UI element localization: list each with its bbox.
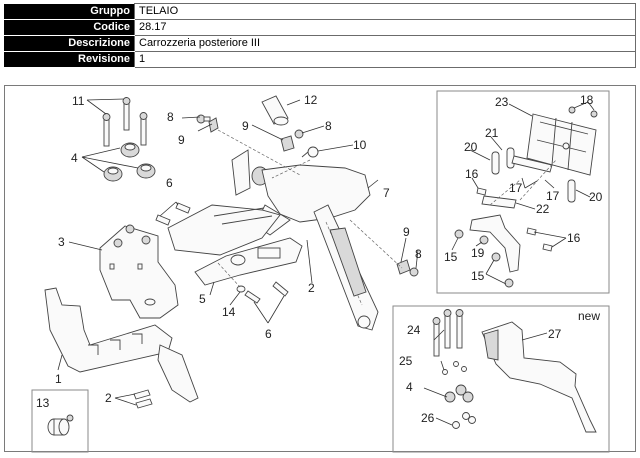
pins-6-14 [155,202,289,304]
info-row-descrizione: Descrizione Carrozzeria posteriore III [4,35,636,52]
callout-6: 6 [265,327,272,341]
callout-1: 1 [55,372,62,386]
sleeve-12 [261,95,289,126]
codice-label: Codice [4,19,135,36]
callout-20: 20 [464,140,478,154]
callout-27: 27 [548,327,562,341]
info-row-gruppo: Gruppo TELAIO [4,3,636,20]
callout-2: 2 [308,281,315,295]
descrizione-label: Descrizione [4,35,135,52]
callout-8: 8 [415,247,422,261]
callout-20: 20 [589,190,603,204]
callout-5: 5 [199,292,206,306]
callout-3: 3 [58,235,65,249]
grommets-4 [103,142,156,182]
leader-lines [57,98,595,426]
diagram-frame [4,85,636,452]
license-plate-holder [454,106,598,288]
callout-14: 14 [222,305,236,319]
callout-9: 9 [403,225,410,239]
callout-21: 21 [485,126,499,140]
info-table: Gruppo TELAIO Codice 28.17 Descrizione C… [4,3,636,68]
callout-17: 17 [546,189,560,203]
info-row-revisione: Revisione 1 [4,51,636,68]
callout-8: 8 [325,119,332,133]
callout-19: 19 [471,246,485,260]
callout-22: 22 [536,202,550,216]
callout-10: 10 [353,138,367,152]
callout-12: 12 [304,93,318,107]
bolts-11 [102,97,148,147]
callout-15: 15 [471,269,485,283]
descrizione-value: Carrozzeria posteriore III [134,35,636,52]
callout-17: 17 [509,181,523,195]
license-plate-inset [436,90,610,294]
callout-26: 26 [421,411,435,425]
callout-24: 24 [407,323,421,337]
callout-9: 9 [242,119,249,133]
codice-value: 28.17 [134,19,636,36]
revisione-label: Revisione [4,51,135,68]
part-13-inset [31,389,89,453]
callout-15: 15 [444,250,458,264]
gruppo-label: Gruppo [4,3,135,20]
callout-13: 13 [36,396,50,410]
bracket-5 [167,204,303,286]
new-parts-inset [392,305,610,453]
callout-16: 16 [465,167,479,181]
callout-4: 4 [71,151,78,165]
info-row-codice: Codice 28.17 [4,19,636,36]
callout-11: 11 [72,94,85,108]
bracket-3 [99,224,179,319]
callout-6: 6 [166,176,173,190]
callout-18: 18 [580,93,594,107]
callout-16: 16 [567,231,581,245]
callout-7: 7 [383,186,390,200]
callout-8: 8 [167,110,174,124]
callout-labels: 11 4 6 8 9 12 9 8 10 7 3 5 14 6 2 9 8 1 … [36,93,603,425]
bushing-13 [47,414,74,436]
clips-8-9-10 [196,114,419,277]
revisione-value: 1 [134,51,636,68]
footrest-arm [313,204,403,331]
callout-2: 2 [105,391,112,405]
callout-4: 4 [406,380,413,394]
callout-25: 25 [399,354,413,368]
callout-23: 23 [495,95,509,109]
footrest-1 [44,287,199,409]
gruppo-value: TELAIO [134,3,636,20]
callout-9: 9 [178,133,185,147]
new-parts [432,309,597,433]
new-label: new [578,309,600,323]
